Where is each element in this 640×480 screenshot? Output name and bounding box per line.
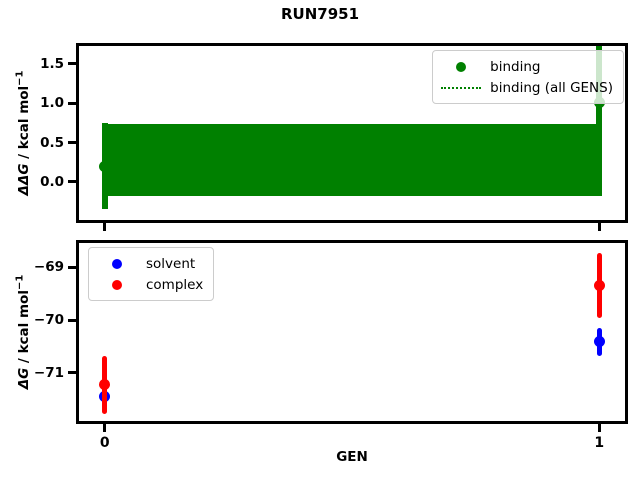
x-axis-label: GEN	[336, 449, 368, 465]
dotted-line-icon	[441, 86, 482, 89]
y-tick-label: 1.5	[40, 55, 64, 72]
solvent-marker	[593, 336, 605, 348]
legend-item-solvent: solvent	[97, 253, 203, 274]
x-tick-label: 1	[594, 435, 605, 451]
legend-item-binding: binding	[441, 56, 613, 77]
y-tick	[68, 101, 76, 105]
binding-marker	[99, 160, 111, 172]
legend-item-complex: complex	[97, 274, 203, 295]
complex-marker	[99, 379, 111, 391]
binding-plot-area	[79, 46, 625, 220]
y-tick	[68, 180, 76, 184]
x-tick-label: 0	[99, 435, 110, 451]
binding-legend: binding binding (all GENS)	[432, 50, 624, 104]
dg-plot-area	[79, 243, 625, 421]
solvent-legend-label: solvent	[146, 255, 196, 272]
binding-error-bar	[596, 46, 603, 197]
y-tick	[68, 318, 76, 322]
y-tick-label: 1.0	[40, 95, 64, 112]
y-tick-label: −70	[33, 312, 64, 329]
y-tick-label: 0.0	[40, 173, 64, 190]
x-tick	[597, 223, 601, 231]
binding-dot-icon	[456, 61, 467, 72]
legend-item-binding-all-gens: binding (all GENS)	[441, 77, 613, 98]
dg-axes: solvent complex	[76, 240, 628, 424]
binding-all-gens-legend-label: binding (all GENS)	[490, 79, 613, 96]
complex-legend-label: complex	[146, 276, 204, 293]
x-tick	[103, 223, 107, 231]
y-tick-label: −71	[33, 364, 64, 381]
y-tick-label: −69	[33, 259, 64, 276]
binding-legend-label: binding	[490, 58, 541, 75]
solvent-dot-icon	[112, 258, 122, 269]
y-tick-label: 0.5	[40, 134, 64, 151]
y-tick	[68, 62, 76, 66]
x-tick	[597, 424, 601, 432]
binding-axes: binding binding (all GENS)	[76, 43, 628, 223]
complex-dot-icon	[112, 279, 122, 290]
y-tick	[68, 265, 76, 269]
y-tick	[68, 371, 76, 375]
x-tick	[103, 424, 107, 432]
y-tick	[68, 141, 76, 145]
complex-marker	[593, 279, 605, 291]
figure-title: RUN7951	[280, 5, 360, 23]
confidence-band	[104, 124, 600, 196]
dg-legend: solvent complex	[88, 247, 215, 301]
